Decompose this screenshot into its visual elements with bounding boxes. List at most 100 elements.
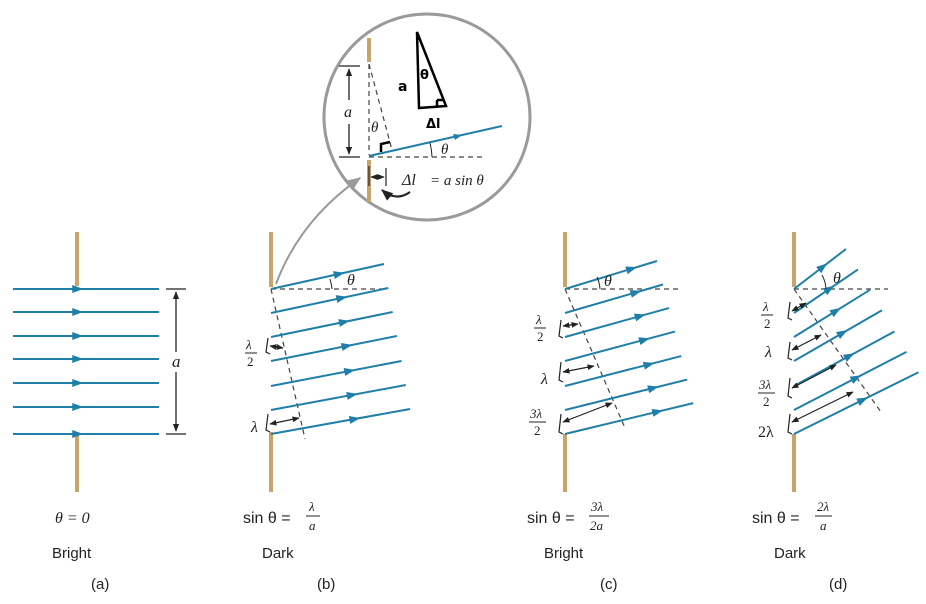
mark-d-2lambda: 2λ (758, 424, 774, 441)
ray-arrowhead (822, 285, 835, 296)
light-ray (270, 311, 393, 338)
inset-a-label: a (344, 104, 352, 121)
theta-label: θ (833, 270, 841, 287)
light-ray (270, 384, 406, 411)
light-ray (564, 330, 676, 362)
ray-arrowhead (842, 353, 855, 362)
light-ray (564, 283, 664, 314)
light-ray (564, 378, 688, 411)
path-marker-half (558, 319, 579, 339)
light-ray (793, 309, 883, 362)
light-ray (564, 402, 694, 435)
equation-a: θ = 0 (55, 510, 90, 527)
sublabel-b: (b) (317, 576, 335, 593)
ray-arrowhead (340, 343, 353, 351)
width-label: a (172, 352, 181, 371)
ray-arrowhead (335, 295, 348, 303)
inset-wavefront-dashed (368, 63, 393, 151)
mark-c-num-1: λ (535, 312, 542, 327)
inset-theta-left: θ (371, 120, 379, 136)
path-marker-three-half (558, 402, 613, 435)
path-marker-double (787, 391, 854, 435)
equation-b-num: λ (308, 499, 315, 514)
light-ray (793, 350, 907, 411)
hand-dl: Δl (426, 117, 441, 132)
ray-arrowhead (638, 337, 650, 345)
ray-arrowhead (72, 355, 84, 363)
rays-c (564, 260, 694, 435)
mark-d-num-3: 3λ (758, 377, 772, 392)
inset-magnifier: a θ θ Δl = a sin θ a θ Δl (275, 12, 532, 285)
panel-c: θ λ 2 λ 3λ 2 sin θ = 3λ 2a Bright (c) (527, 232, 694, 593)
path-marker-half (265, 337, 284, 355)
ray-arrowhead (348, 415, 361, 424)
ray-arrowhead (346, 391, 358, 400)
theta-label: θ (347, 272, 355, 289)
ray-arrowhead (72, 332, 84, 340)
wavefront-dashed (564, 288, 626, 429)
equation-d-den: a (820, 518, 827, 533)
wavefront-dashed (793, 288, 882, 413)
light-ray (564, 260, 658, 290)
magnifier-connector (275, 177, 362, 285)
ray-arrowhead (642, 361, 655, 370)
ray-arrowhead (333, 271, 345, 279)
equation-d-lhs: sin θ = (752, 510, 800, 527)
theta-arc (821, 274, 827, 290)
path-marker-three-half (787, 364, 837, 399)
light-ray (270, 408, 411, 435)
width-dimension (166, 288, 186, 435)
ray-arrowhead (343, 368, 356, 376)
mark-d-num-1: λ (762, 299, 769, 314)
mark-c-num-3: 3λ (529, 406, 543, 421)
rays-a (13, 285, 159, 438)
light-ray (270, 335, 398, 362)
equation-d-num: 2λ (817, 499, 830, 514)
inset-right-angle (379, 140, 391, 152)
mark-d-den-1: 2 (764, 316, 771, 331)
light-ray (270, 287, 389, 314)
kind-c: Bright (544, 545, 584, 562)
mark-c-den-1: 2 (537, 329, 544, 344)
ray-arrowhead (836, 330, 848, 340)
light-ray (270, 263, 385, 290)
ray-arrowhead (72, 285, 84, 293)
kind-a: Bright (52, 545, 92, 562)
rays-d (793, 248, 919, 435)
ray-arrowhead (338, 319, 350, 327)
kind-d: Dark (774, 545, 806, 562)
path-marker-full (787, 334, 822, 361)
mark-c-den-3: 2 (534, 423, 541, 438)
panel-b: θ λ 2 λ sin θ = λ a Dark (b) (243, 232, 411, 593)
inset-dl-marker (368, 166, 387, 186)
path-marker-half (787, 301, 807, 321)
ray-arrowhead (849, 375, 862, 384)
theta-arc (596, 276, 601, 290)
ray-arrowhead (633, 313, 646, 322)
ray-arrowhead (625, 266, 637, 275)
ray-arrowhead (829, 307, 841, 318)
hand-a: a (398, 79, 407, 95)
inset-dl-lhs: Δl (401, 172, 416, 189)
inset-a-dimension (339, 65, 360, 158)
mark-d-den-3: 2 (763, 394, 770, 409)
inset-ray (368, 125, 503, 157)
sublabel-d: (d) (829, 576, 847, 593)
light-ray (793, 371, 919, 435)
ray-arrowhead (647, 385, 659, 394)
hand-triangle (415, 31, 448, 110)
inset-theta-arc (429, 142, 433, 158)
light-ray (270, 360, 402, 387)
ray-arrowhead (72, 430, 84, 438)
ray-arrowhead (72, 379, 84, 387)
equation-c-num: 3λ (590, 499, 604, 514)
mark-b-den: 2 (247, 354, 254, 369)
path-marker-full (558, 361, 595, 383)
panel-a: a θ = 0 Bright (a) (13, 232, 186, 593)
inset-dl-rhs: = a sin θ (430, 173, 484, 189)
light-ray (564, 307, 670, 338)
path-marker-full (265, 413, 300, 433)
ray-arrowhead (629, 290, 642, 298)
mark-b-lambda: λ (250, 419, 258, 436)
